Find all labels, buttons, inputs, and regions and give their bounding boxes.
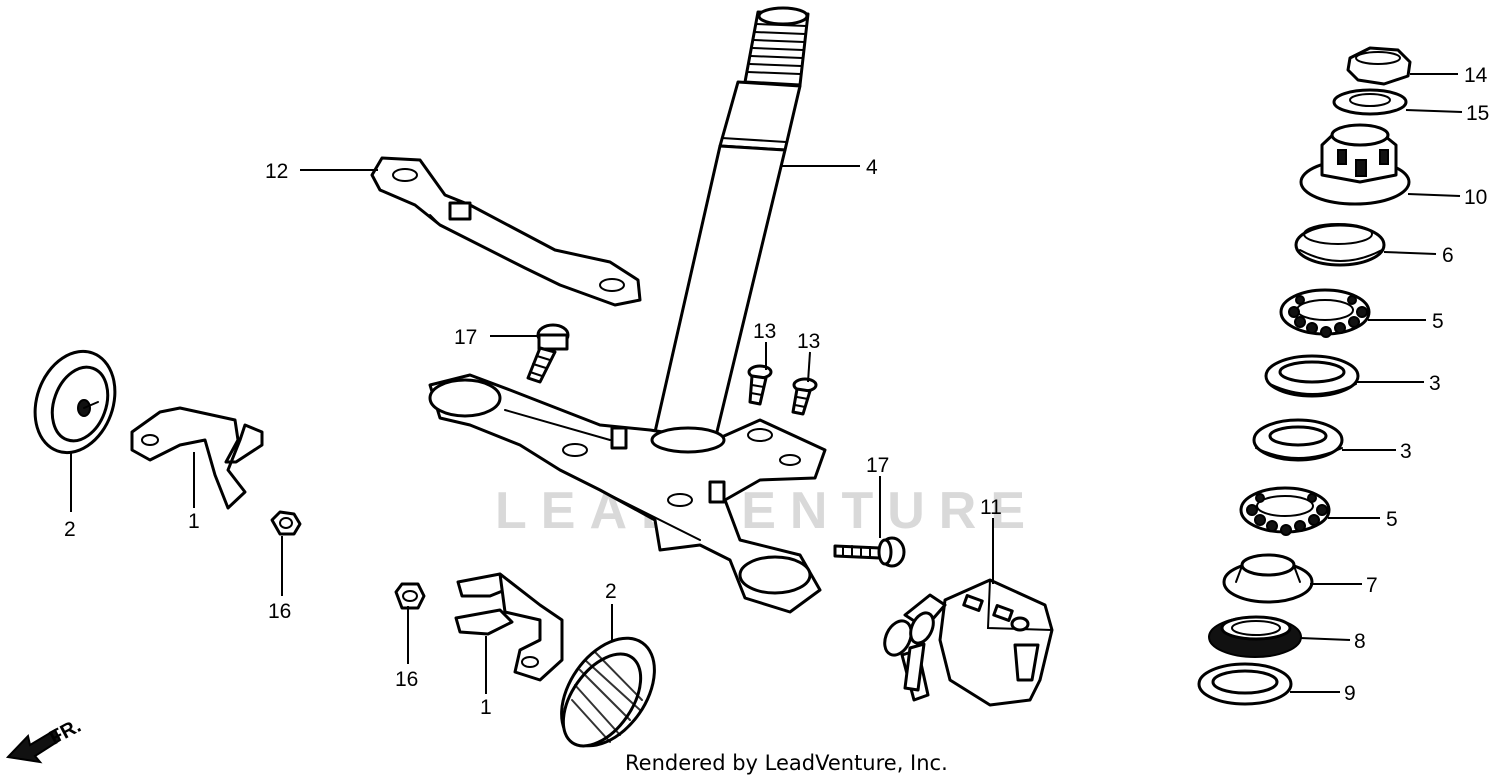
ball-bearing-5-lower-part bbox=[1239, 486, 1331, 536]
cone-race-6-part bbox=[1294, 223, 1386, 267]
callout-10: 10 bbox=[1464, 186, 1487, 209]
reflector-bracket-left-part bbox=[130, 406, 264, 510]
leader-lines bbox=[70, 73, 1463, 694]
callout-13-right: 13 bbox=[797, 330, 820, 353]
screw-13-right-part bbox=[791, 377, 818, 416]
callout-1-right: 1 bbox=[480, 696, 492, 719]
callout-1-left: 1 bbox=[188, 510, 200, 533]
callout-16-right: 16 bbox=[395, 668, 418, 691]
callouts: 12 4 17 13 13 2 1 16 16 1 2 17 11 14 15 … bbox=[64, 64, 1489, 719]
callout-4: 4 bbox=[866, 156, 878, 179]
ignition-switch-part bbox=[883, 578, 1054, 707]
bolt-17-upper-part bbox=[526, 323, 570, 384]
callout-6: 6 bbox=[1442, 244, 1454, 267]
steering-stem-part bbox=[428, 6, 827, 614]
callout-2-left: 2 bbox=[64, 518, 76, 541]
callout-2-right: 2 bbox=[605, 580, 617, 603]
reflector-left-part bbox=[33, 349, 117, 455]
callout-3-upper: 3 bbox=[1429, 372, 1441, 395]
watermark: LEADVENTURE bbox=[495, 482, 1039, 540]
callout-11: 11 bbox=[980, 496, 1002, 519]
washer-15-part bbox=[1332, 88, 1408, 116]
reflector-right-part bbox=[560, 636, 656, 748]
washer-9-part bbox=[1197, 662, 1293, 706]
nut-16-left-part bbox=[270, 510, 302, 536]
dust-seal-8-part bbox=[1208, 615, 1302, 658]
credit-text: Rendered by LeadVenture, Inc. bbox=[625, 751, 948, 775]
reflector-bracket-right-part bbox=[454, 572, 564, 682]
callout-16-left: 16 bbox=[268, 600, 291, 623]
callout-14: 14 bbox=[1464, 64, 1488, 87]
adjusting-nut-10-part bbox=[1299, 123, 1411, 206]
callout-5-lower: 5 bbox=[1386, 508, 1398, 531]
callout-9: 9 bbox=[1344, 682, 1356, 705]
bracket-plate-part bbox=[370, 156, 642, 307]
cap-nut-14-part bbox=[1346, 46, 1412, 86]
callout-12: 12 bbox=[265, 160, 288, 183]
ball-race-3-upper-part bbox=[1264, 354, 1360, 398]
callout-13-left: 13 bbox=[753, 320, 776, 343]
bolt-17-lower-part bbox=[833, 536, 906, 568]
ball-race-3-lower-part bbox=[1252, 418, 1344, 462]
callout-15: 15 bbox=[1466, 102, 1489, 125]
bottom-cone-7-part bbox=[1222, 553, 1314, 604]
callout-8: 8 bbox=[1354, 630, 1366, 653]
callout-3-lower: 3 bbox=[1400, 440, 1412, 463]
callout-5-upper: 5 bbox=[1432, 310, 1444, 333]
screw-13-left-part bbox=[747, 364, 773, 406]
callout-7: 7 bbox=[1366, 574, 1378, 597]
callout-17-upper: 17 bbox=[454, 326, 477, 349]
callout-17-lower: 17 bbox=[866, 454, 889, 477]
nut-16-right-part bbox=[394, 582, 426, 610]
front-direction-arrow: FR. bbox=[5, 715, 85, 764]
ball-bearing-5-upper-part bbox=[1279, 288, 1371, 338]
